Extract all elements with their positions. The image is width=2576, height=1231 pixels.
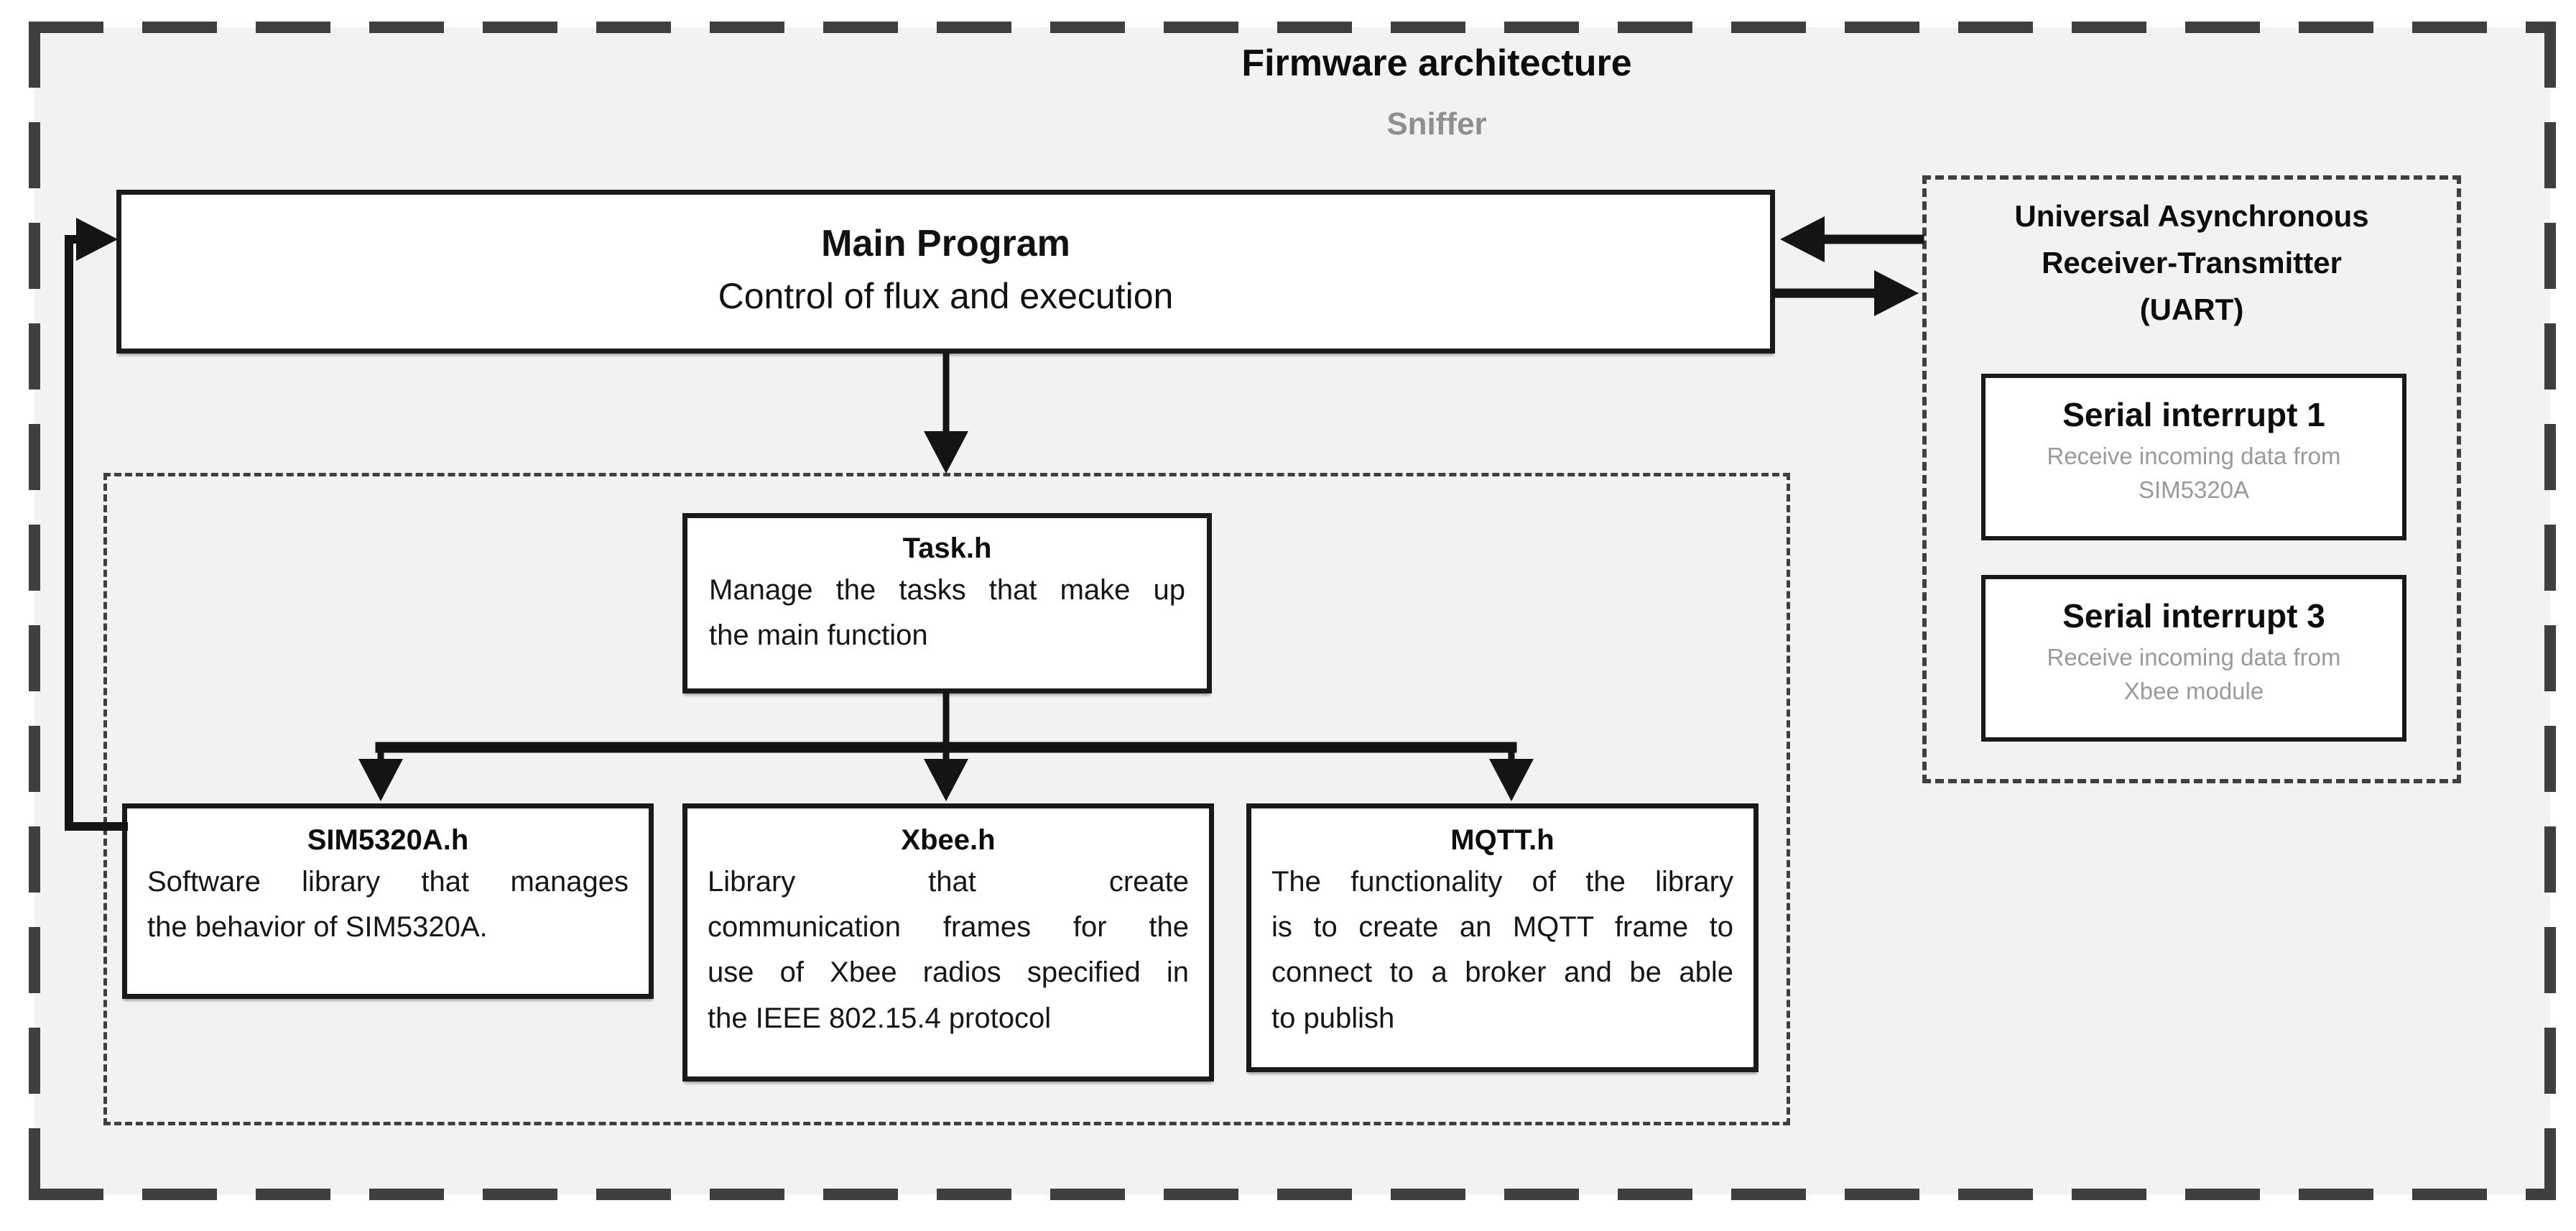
main-program-box: Main Program Control of flux and executi… [116, 190, 1775, 354]
uart-title-line: Receiver-Transmitter [2042, 246, 2342, 280]
task-box: Task.h Manage the tasks that make up the… [682, 513, 1212, 693]
serial-interrupt-3-box: Serial interrupt 3 Receive incoming data… [1981, 575, 2406, 742]
task-title: Task.h [902, 532, 992, 564]
main-program-description: Control of flux and execution [718, 276, 1174, 316]
diagram-subtitle: Sniffer [1386, 106, 1487, 142]
outer-dashed-border-bottom [29, 1189, 2556, 1200]
xbee-box: Xbee.h Library that create communication… [682, 803, 1214, 1082]
sim5320a-title: SIM5320A.h [307, 824, 469, 856]
serial-interrupt-1-description: Receive incoming data from SIM5320A [2047, 443, 2341, 503]
outer-dashed-border-right [2544, 22, 2556, 1200]
serial-interrupt-3-description: Receive incoming data from Xbee module [2047, 644, 2341, 704]
sim5320a-box: SIM5320A.h Software library that manages… [122, 803, 654, 999]
serial-interrupt-3-title: Serial interrupt 3 [2062, 597, 2325, 635]
uart-title-line: Universal Asynchronous [2014, 199, 2369, 233]
outer-dashed-border-top [29, 22, 2556, 33]
main-program-title: Main Program [821, 223, 1070, 264]
outer-dashed-border-left [29, 22, 40, 1200]
diagram-title: Firmware architecture [1241, 42, 1632, 84]
xbee-title: Xbee.h [901, 824, 996, 856]
uart-dashed-box [1922, 175, 2461, 783]
task-description: Manage the tasks that make up the main f… [709, 574, 1185, 652]
uart-title: Universal Asynchronous Receiver-Transmit… [1927, 193, 2457, 333]
serial-interrupt-1-box: Serial interrupt 1 Receive incoming data… [1981, 374, 2406, 540]
xbee-description: Library that create communication frames… [708, 866, 1189, 1034]
mqtt-box: MQTT.h The functionality of the library … [1246, 803, 1759, 1072]
serial-interrupt-1-title: Serial interrupt 1 [2062, 396, 2325, 433]
mqtt-description: The functionality of the library is to c… [1271, 866, 1733, 1034]
uart-title-line: (UART) [2139, 292, 2244, 327]
sim5320a-description: Software library that manages the behavi… [147, 866, 629, 944]
mqtt-title: MQTT.h [1450, 824, 1555, 856]
